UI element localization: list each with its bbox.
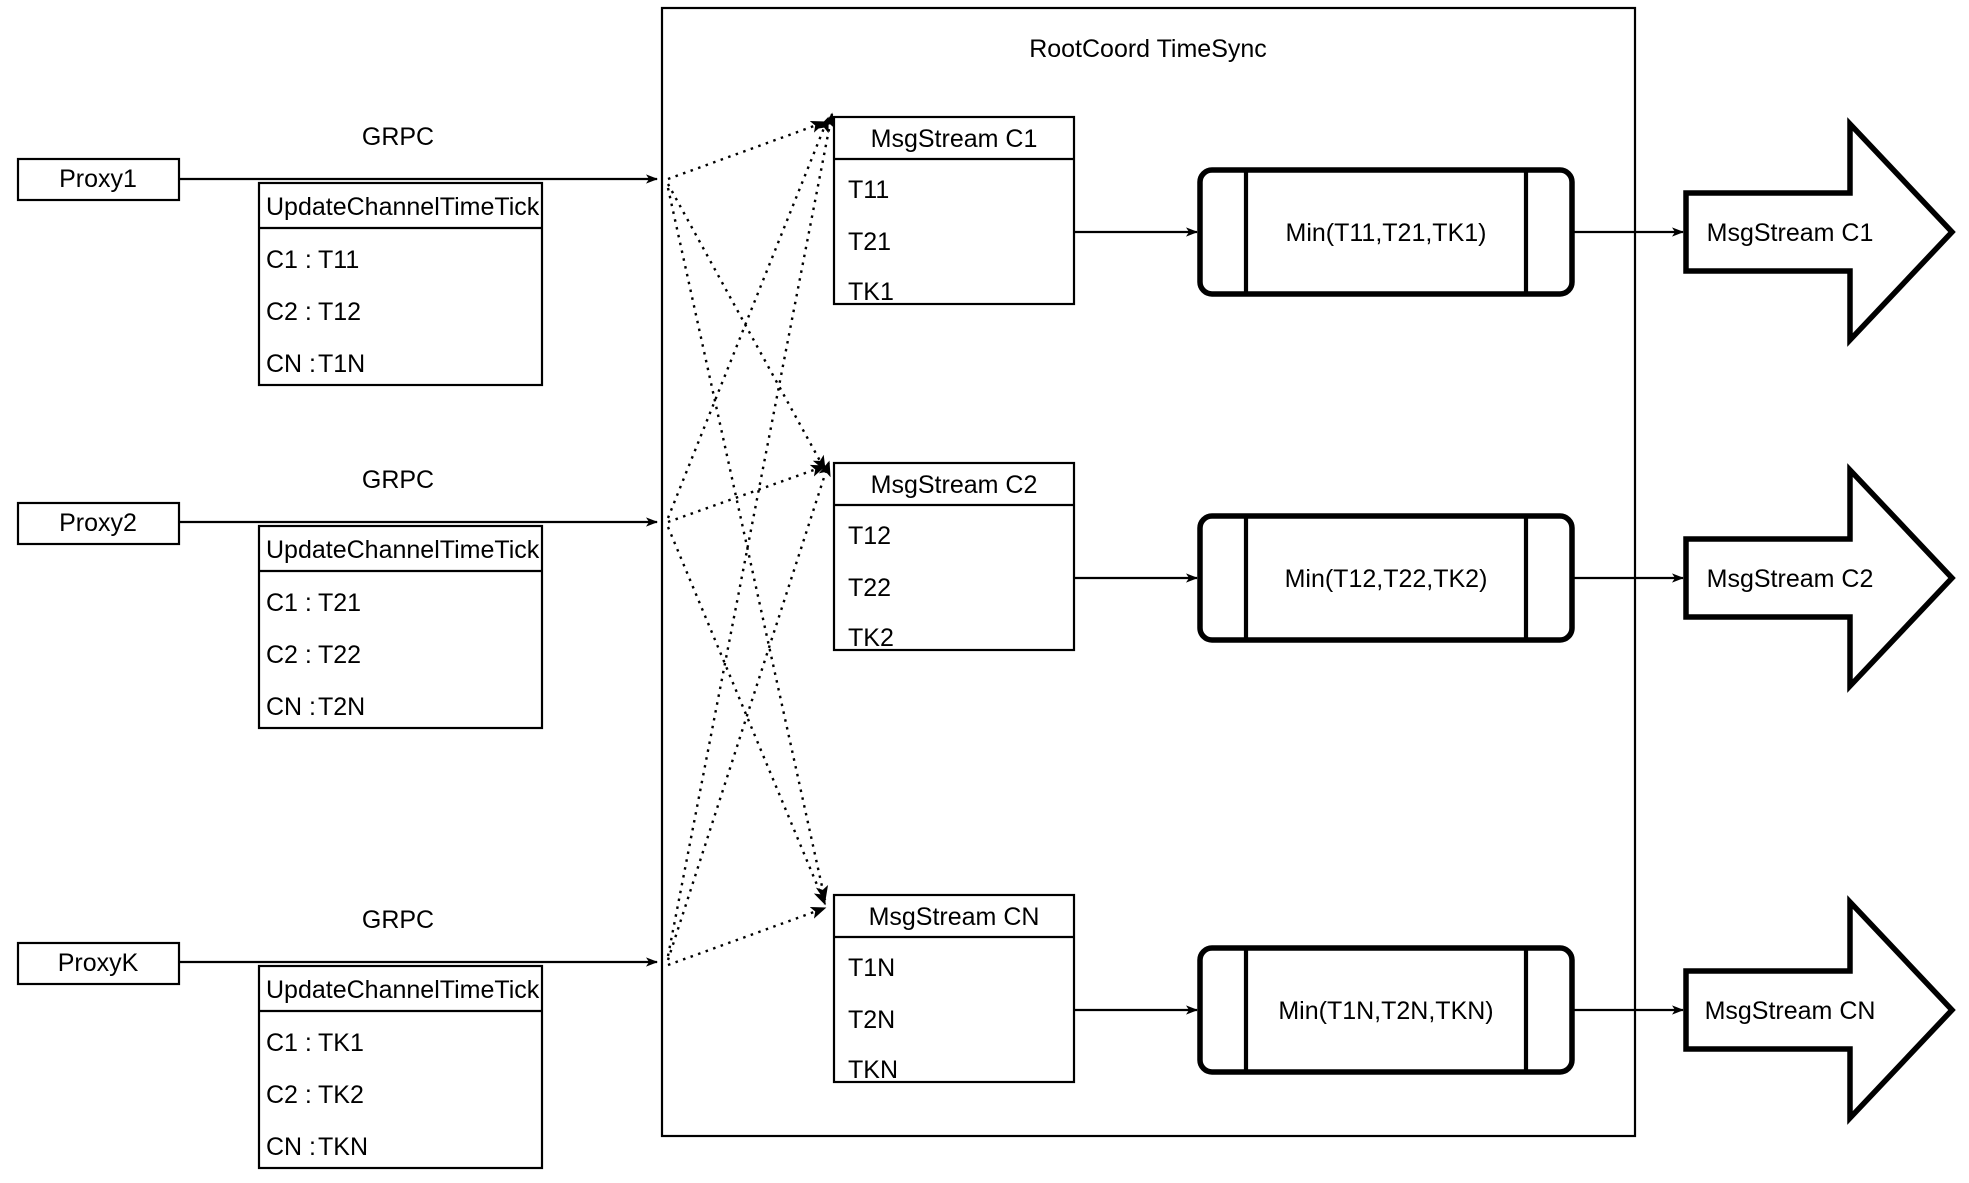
output-label-2: MsgStream C2 — [1707, 565, 1874, 593]
msgstream-2-row-2: TK2 — [848, 624, 894, 652]
output-arrow-shape-1 — [1683, 117, 1956, 347]
tick-row-1-0-channel: C1 : — [266, 246, 312, 274]
msgstream-header-1: MsgStream C1 — [871, 125, 1038, 153]
tick-row-3-1-time: TK2 — [318, 1081, 364, 1109]
min-label-2: Min(T12,T22,TK2) — [1285, 565, 1488, 593]
msgstream-2-row-1: T22 — [848, 574, 891, 602]
tick-row-3-2-time: TKN — [318, 1133, 368, 1161]
msgstream-1-row-2: TK1 — [848, 278, 894, 306]
tick-row-3-0-channel: C1 : — [266, 1029, 312, 1057]
tick-row-3-0-time: TK1 — [318, 1029, 364, 1057]
container-title: RootCoord TimeSync — [1029, 35, 1267, 63]
tick-row-2-2-time: T2N — [318, 693, 365, 721]
msgstream-3-row-1: T2N — [848, 1006, 895, 1034]
output-label-3: MsgStream CN — [1705, 997, 1876, 1025]
output-arrow-shape-2 — [1683, 463, 1956, 693]
tick-row-2-1-time: T22 — [318, 641, 361, 669]
msgstream-1-row-0: T11 — [848, 176, 889, 204]
proxy-label-2: Proxy2 — [59, 509, 137, 537]
tick-row-1-2-channel: CN : — [266, 350, 316, 378]
tick-row-1-1-time: T12 — [318, 298, 361, 326]
tick-row-2-0-time: T21 — [318, 589, 361, 617]
output-arrow-shape-3 — [1683, 895, 1956, 1125]
tick-row-1-0-time: T11 — [318, 246, 359, 274]
proxy-label-3: ProxyK — [58, 949, 139, 977]
min-label-1: Min(T11,T21,TK1) — [1286, 219, 1487, 247]
tick-row-2-1-channel: C2 : — [266, 641, 312, 669]
proxy-box-3[interactable] — [16, 941, 181, 986]
tick-row-3-1-channel: C2 : — [266, 1081, 312, 1109]
msgstream-box-2 — [832, 461, 1076, 652]
msgstream-3-row-0: T1N — [848, 954, 895, 982]
tick-table-3-header: UpdateChannelTimeTick — [266, 976, 540, 1004]
dotted-link-p1-cn — [666, 187, 829, 902]
proxy-box-1[interactable] — [16, 157, 181, 202]
grpc-label-2: GRPC — [362, 466, 434, 494]
min-label-3: Min(T1N,T2N,TKN) — [1278, 997, 1493, 1025]
grpc-label-1: GRPC — [362, 123, 434, 151]
output-label-1: MsgStream C1 — [1707, 219, 1874, 247]
tick-table-2-header: UpdateChannelTimeTick — [266, 536, 540, 564]
tick-row-1-1-channel: C2 : — [266, 298, 312, 326]
tick-row-3-2-channel: CN : — [266, 1133, 316, 1161]
msgstream-box-3 — [832, 893, 1076, 1084]
tick-row-2-0-channel: C1 : — [266, 589, 312, 617]
msgstream-3-row-2: TKN — [848, 1056, 898, 1084]
tick-table-3 — [257, 964, 544, 1170]
msgstream-header-2: MsgStream C2 — [871, 471, 1038, 499]
msgstream-box-1 — [832, 115, 1076, 306]
msgstream-1-row-1: T21 — [848, 228, 891, 256]
proxy-label-1: Proxy1 — [59, 165, 137, 193]
proxy-box-2[interactable] — [16, 501, 181, 546]
tick-row-1-2-time: T1N — [318, 350, 365, 378]
msgstream-2-row-0: T12 — [848, 522, 891, 550]
tick-table-1 — [257, 181, 544, 387]
tick-table-2 — [257, 524, 544, 730]
grpc-label-3: GRPC — [362, 906, 434, 934]
tick-table-1-header: UpdateChannelTimeTick — [266, 193, 540, 221]
msgstream-header-3: MsgStream CN — [869, 903, 1040, 931]
tick-row-2-2-channel: CN : — [266, 693, 316, 721]
